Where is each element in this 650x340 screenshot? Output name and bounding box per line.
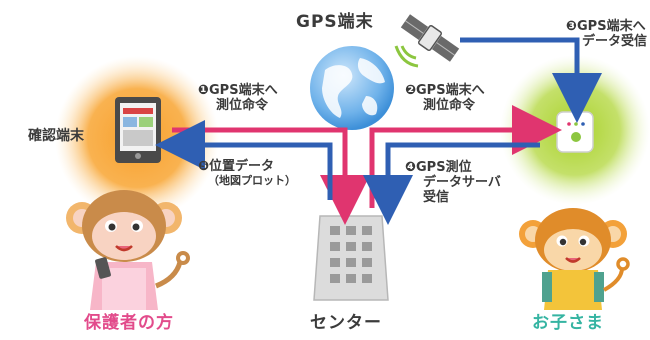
gps-device xyxy=(556,111,594,153)
arrow-5-position-data xyxy=(155,120,333,200)
step-3-line1: ❸GPS端末へ xyxy=(566,19,646,34)
child-label: お子さま xyxy=(532,313,604,333)
step-5-line2: （地図プロット） xyxy=(208,173,296,187)
satellite-icon xyxy=(400,14,460,62)
signal-waves-icon xyxy=(394,45,419,68)
check-terminal-device xyxy=(115,97,161,163)
center-label: センター xyxy=(310,313,382,333)
step-2-label: ❷GPS端末へ 測位命令 xyxy=(405,83,485,114)
guardian-monkey-illustration xyxy=(66,190,190,310)
step-5-label: ❺位置データ （地図プロット） xyxy=(198,159,296,188)
globe-icon xyxy=(310,46,394,130)
child-monkey-illustration xyxy=(519,208,630,310)
step-3-label: ❸GPS端末へ データ受信 xyxy=(566,19,648,50)
step-1-line2: 測位命令 xyxy=(216,97,269,113)
step-3-line2: データ受信 xyxy=(582,33,648,49)
step-2-line1: ❷GPS端末へ xyxy=(405,83,485,98)
step-4-line1: ❹GPS測位 xyxy=(405,160,472,175)
arrow-4-position-data-received xyxy=(363,142,540,225)
gps-terminal-label: GPS端末 xyxy=(296,12,374,32)
step-4-label: ❹GPS測位 データサーバ 受信 xyxy=(405,160,501,206)
step-1-line1: ❶GPS端末へ xyxy=(198,83,278,98)
check-terminal-label: 確認端末 xyxy=(28,128,84,144)
step-5-line1: ❺位置データ xyxy=(198,159,275,174)
step-2-line2: 測位命令 xyxy=(423,97,476,113)
arrow-3-data-received xyxy=(460,37,602,123)
center-building-icon xyxy=(313,215,389,301)
guardian-label: 保護者の方 xyxy=(84,313,174,333)
step-1-label: ❶GPS端末へ 測位命令 xyxy=(198,83,278,114)
step-4-line3: 受信 xyxy=(423,189,450,205)
step-4-line2: データサーバ xyxy=(423,174,501,190)
arrow-1-position-command xyxy=(172,127,370,225)
